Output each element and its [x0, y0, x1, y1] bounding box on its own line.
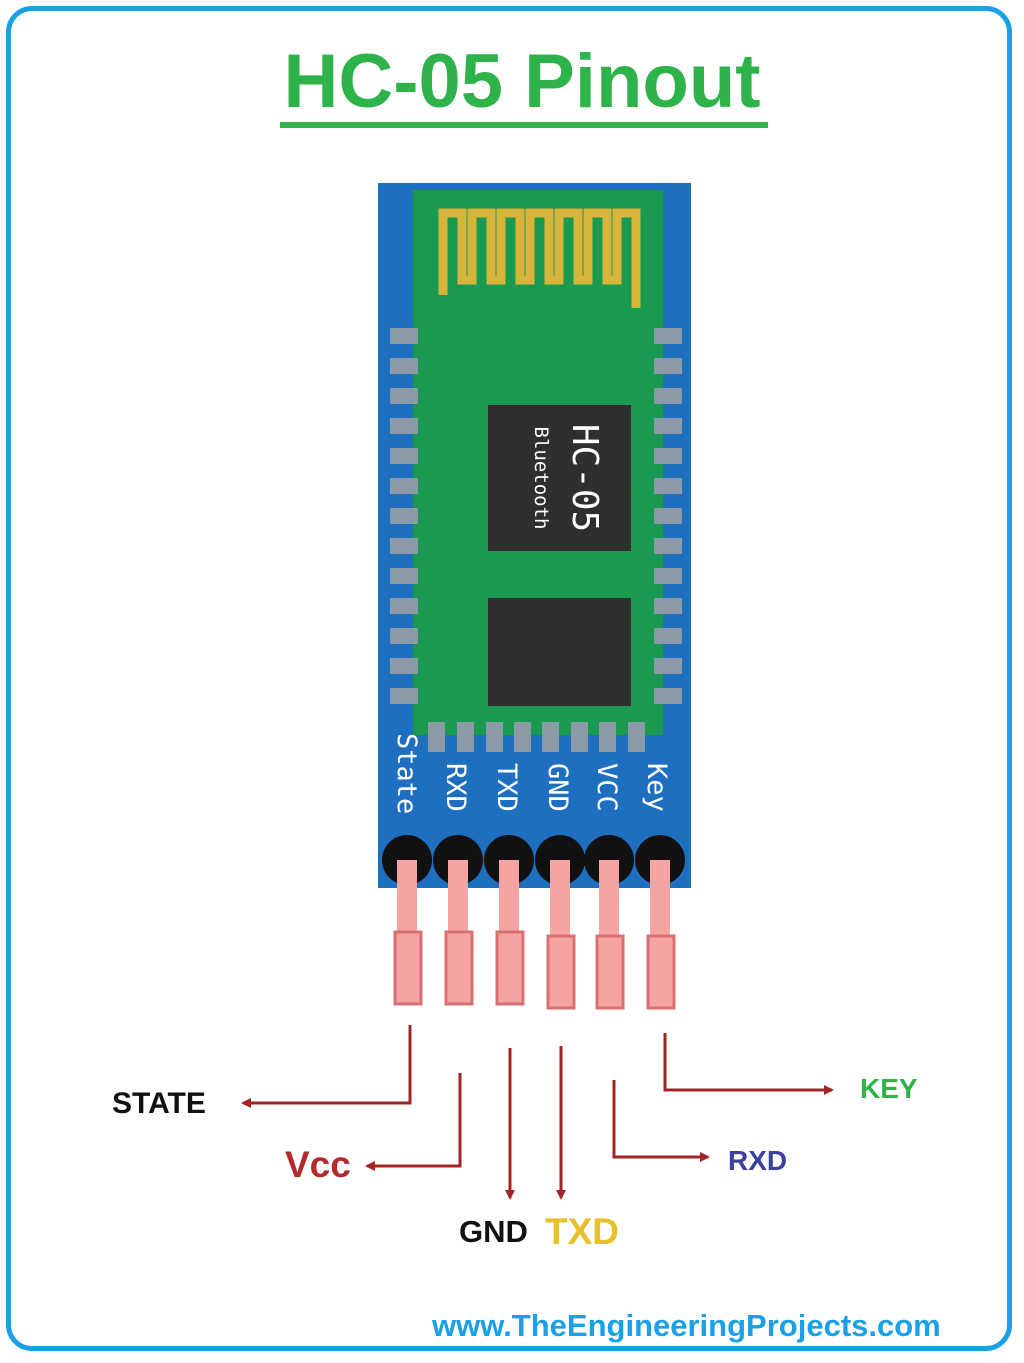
- website-footer[interactable]: www.TheEngineeringProjects.com: [432, 1308, 941, 1343]
- vcc-callout-arrow: [365, 1073, 462, 1171]
- header-pin-state: [382, 835, 432, 1006]
- callout-label-key: KEY: [860, 1073, 918, 1104]
- state-callout-arrow: [241, 1025, 412, 1108]
- right-pads: [654, 328, 682, 704]
- key-callout-arrow: [663, 1033, 834, 1095]
- secondary-chip: [488, 598, 631, 706]
- rxd-callout-arrow: [612, 1080, 710, 1162]
- title-underline: [280, 122, 768, 128]
- page-frame: [6, 6, 1012, 1351]
- callout-label-vcc: Vcc: [285, 1144, 351, 1185]
- chip-label-main: HC-05: [564, 424, 605, 532]
- board-pin-label-vcc: VCC: [591, 763, 622, 812]
- board-pin-label-gnd: GND: [542, 763, 573, 812]
- callout-label-state: STATE: [112, 1087, 206, 1120]
- left-pads: [390, 328, 418, 704]
- header-pins: [382, 835, 685, 1010]
- callout-label-txd: TXD: [545, 1211, 619, 1252]
- board-pin-label-state: State: [391, 733, 422, 814]
- header-pin-vcc: [433, 835, 483, 1006]
- callout-label-rxd: RXD: [728, 1145, 788, 1176]
- header-pin-gnd: [484, 835, 534, 1006]
- board-pin-label-txd: TXD: [491, 763, 522, 812]
- callout-label-gnd: GND: [459, 1214, 528, 1249]
- bottom-pads: [428, 722, 645, 752]
- board-pin-label-key: Key: [641, 763, 672, 812]
- antenna-icon: [438, 208, 641, 308]
- main-chip: [488, 405, 631, 551]
- board-pin-label-rxd: RXD: [440, 763, 471, 812]
- header-pin-txd: [535, 835, 585, 1010]
- header-pin-key: [635, 835, 685, 1010]
- header-pin-rxd: [584, 835, 634, 1010]
- page-title: HC-05 Pinout: [283, 39, 761, 124]
- chip-label-sub: Bluetooth: [530, 427, 552, 530]
